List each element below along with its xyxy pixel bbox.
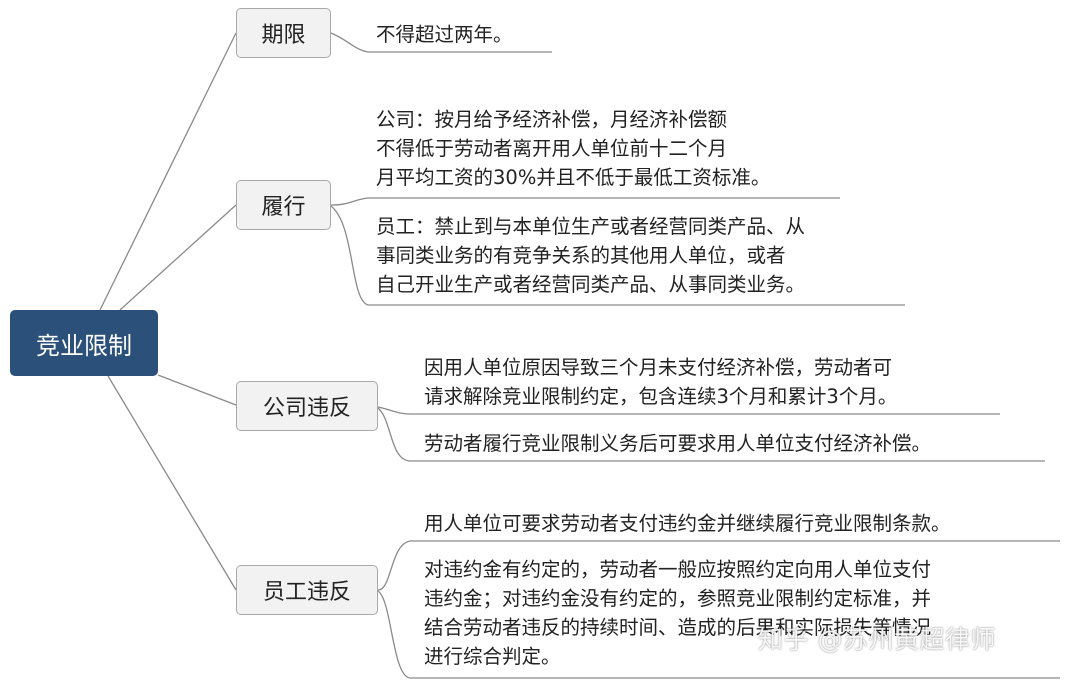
leaf-gongsiweifan-2: 劳动者履行竞业限制义务后可要求用人单位支付经济补偿。: [424, 429, 931, 458]
leaf-text-line: 结合劳动者违反的持续时间、造成的后果和实际损失等情况: [424, 616, 932, 639]
branch-gongsiweifan: 公司违反: [236, 381, 378, 431]
connector-root-lvxing: [119, 204, 237, 311]
leaf-text-line: 事同类业务的有竞争关系的其他用人单位，或者: [376, 244, 786, 267]
leaf-text-line: 不得低于劳动者离开用人单位前十二个月: [376, 137, 728, 160]
connector-root-qixian: [99, 32, 237, 311]
connector-gongsiweifan-leaf-2: [377, 407, 1045, 462]
connector-qixian-leaf: [330, 32, 552, 53]
leaf-qixian-1: 不得超过两年。: [376, 20, 513, 49]
connector-gongsiweifan-leaf-1: [377, 406, 1000, 415]
root-node: 竞业限制: [10, 310, 158, 376]
leaf-yuangongweifan-2: 对违约金有约定的，劳动者一般应按照约定向用人单位支付 违约金；对违约金没有约定的…: [424, 555, 931, 671]
leaf-text-line: 员工：禁止到与本单位生产或者经营同类产品、从: [376, 215, 806, 238]
leaf-text-line: 劳动者履行竞业限制义务后可要求用人单位支付经济补偿。: [424, 432, 932, 455]
leaf-text-line: 因用人单位原因导致三个月未支付经济补偿，劳动者可: [424, 356, 893, 379]
leaf-text-line: 用人单位可要求劳动者支付违约金并继续履行竞业限制条款。: [424, 512, 951, 535]
branch-qixian: 期限: [236, 8, 331, 58]
branch-yuangongweifan: 员工违反: [236, 565, 378, 615]
leaf-lvxing-employee: 员工：禁止到与本单位生产或者经营同类产品、从 事同类业务的有竞争关系的其他用人单…: [376, 212, 805, 299]
watermark: 知乎 @苏州黄超律师: [758, 625, 996, 654]
leaf-text-line: 违约金；对违约金没有约定的，参照竞业限制约定标准，并: [424, 587, 932, 610]
leaf-text-line: 月平均工资的30%并且不低于最低工资标准。: [376, 166, 771, 189]
leaf-lvxing-company: 公司：按月给予经济补偿，月经济补偿额 不得低于劳动者离开用人单位前十二个月 月平…: [376, 105, 770, 192]
leaf-gongsiweifan-1: 因用人单位原因导致三个月未支付经济补偿，劳动者可 请求解除竞业限制约定，包含连续…: [424, 353, 897, 411]
leaf-text-line: 自己开业生产或者经营同类产品、从事同类业务。: [376, 273, 806, 296]
leaf-text-line: 进行综合判定。: [424, 645, 561, 668]
connector-lvxing-leaf-1: [330, 197, 840, 206]
leaf-text-line: 不得超过两年。: [376, 23, 513, 46]
connector-root-yuangongweifan: [107, 375, 237, 591]
leaf-text-line: 对违约金有约定的，劳动者一般应按照约定向用人单位支付: [424, 558, 932, 581]
leaf-yuangongweifan-1: 用人单位可要求劳动者支付违约金并继续履行竞业限制条款。: [424, 509, 951, 538]
connector-lvxing-leaf-2: [330, 205, 905, 306]
connector-root-gongsiweifan: [157, 374, 237, 406]
branch-lvxing: 履行: [236, 180, 331, 230]
connector-yuangongweifan-leaf-1: [377, 540, 1060, 591]
leaf-text-line: 请求解除竞业限制约定，包含连续3个月和累计3个月。: [424, 385, 898, 408]
connector-yuangongweifan-leaf-2: [377, 590, 1060, 679]
leaf-text-line: 公司：按月给予经济补偿，月经济补偿额: [376, 108, 728, 131]
